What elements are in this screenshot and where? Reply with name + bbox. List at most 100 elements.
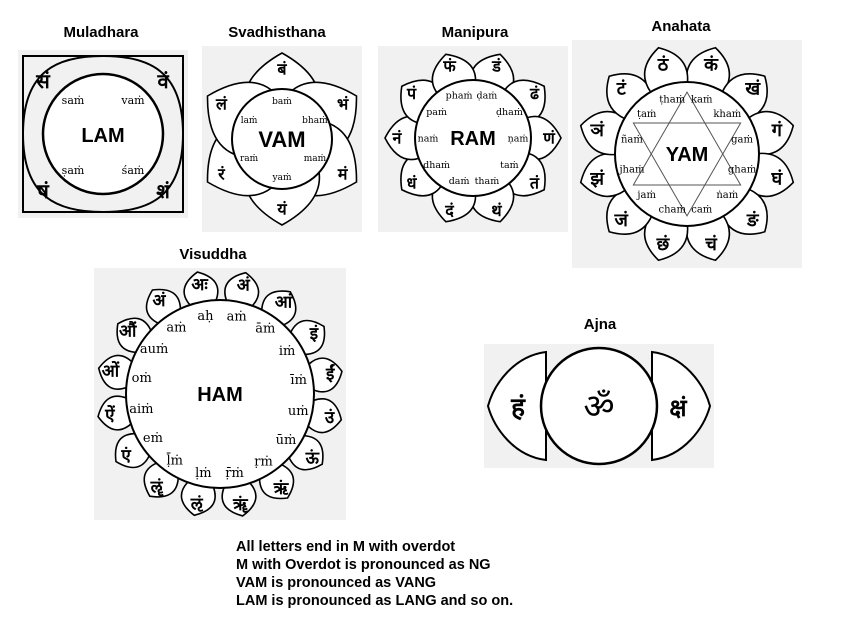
svadhisthana-petal-roman: yaṁ: [272, 173, 292, 183]
manipura-petal-roman: thaṁ: [475, 176, 500, 187]
visuddha-petal-letter: अः: [191, 275, 209, 295]
ajna-center-om: ॐ: [583, 387, 614, 427]
manipura-petal-roman: phaṁ: [446, 91, 473, 102]
note-line: All letters end in M with overdot: [236, 539, 456, 555]
visuddha-petal: [260, 290, 297, 326]
visuddha-petal-roman: aṁ: [227, 309, 247, 324]
svadhisthana-center: VAM: [258, 127, 305, 152]
muladhara-diagram: LAM वं शं षं सं vaṁ śaṁ ṣaṁ saṁ: [22, 55, 184, 213]
muladhara-title: Muladhara: [63, 24, 139, 41]
visuddha-petal-roman: ṝṁ: [225, 466, 244, 481]
anahata-petal: [643, 46, 689, 93]
visuddha-petal-letter: ईं: [325, 364, 335, 385]
manipura-petal-letter: नं: [392, 129, 403, 148]
visuddha-petal: [307, 398, 343, 434]
muladhara-rom-ssam: ṣaṁ: [62, 164, 85, 177]
visuddha-title: Visuddha: [179, 246, 247, 263]
svadhisthana-petal-letter: यं: [276, 200, 287, 219]
visuddha-petal-roman: iṁ: [279, 344, 296, 359]
manipura-petal-roman: daṁ: [449, 176, 470, 187]
svadhisthana-petal-roman: bhaṁ: [302, 116, 328, 126]
visuddha-petal: [289, 319, 326, 356]
visuddha-petal: [308, 357, 343, 393]
ajna-dev-ham: हं: [510, 393, 526, 423]
visuddha-petal: [143, 462, 180, 498]
svadhisthana-petal-roman: raṁ: [240, 154, 259, 164]
anahata-petal-roman: gaṁ: [731, 135, 753, 146]
visuddha-petal-letter: इं: [309, 324, 319, 344]
manipura-center: RAM: [450, 128, 496, 150]
manipura-petal-letter: दं: [444, 201, 454, 220]
muladhara-dev-sam: सं: [35, 69, 51, 93]
note-line: M with Overdot is pronounced as NG: [236, 557, 491, 573]
anahata-petal-roman: ṭhaṁ: [659, 94, 685, 105]
manipura-petal-roman: ḍhaṁ: [496, 107, 523, 118]
manipura-petal-letter: थं: [491, 201, 502, 220]
svadhisthana-petal-letter: भं: [337, 95, 349, 114]
anahata-petal-letter: जं: [614, 210, 629, 231]
anahata-center-circle: [614, 81, 760, 227]
visuddha-petal-roman: ḷṁ: [195, 466, 212, 481]
anahata-petal-letter: ठं: [657, 54, 670, 75]
visuddha-petal-roman: āṁ: [255, 322, 275, 337]
manipura-title: Manipura: [441, 24, 509, 41]
anahata-petal-roman: ghaṁ: [728, 164, 757, 175]
anahata-petal-roman: jhaṁ: [618, 164, 645, 175]
anahata-petal-roman: ṭaṁ: [637, 109, 657, 120]
note-line: VAM is pronounced as VANG: [236, 575, 437, 591]
visuddha-petal-letter: ॡं: [150, 477, 165, 497]
visuddha-petal: [97, 354, 133, 390]
visuddha-petal: [288, 434, 324, 471]
visuddha-petal: [183, 271, 219, 306]
visuddha-petal-letter: औं: [119, 321, 137, 342]
ajna-left-petal: [486, 350, 547, 462]
anahata-petal-roman: ñaṁ: [621, 135, 643, 146]
anahata-title: Anahata: [651, 18, 711, 35]
manipura-petal: [384, 115, 420, 161]
svadhisthana-center-circle: [231, 88, 333, 190]
muladhara-rom-vam: vaṁ: [120, 94, 145, 107]
anahata-petal-letter: कं: [703, 54, 719, 75]
visuddha-petal: [145, 288, 182, 325]
visuddha-petal-roman: aṁ: [166, 320, 186, 335]
manipura-petal-letter: फं: [442, 56, 456, 75]
visuddha-petal-roman: aḥ: [197, 309, 214, 324]
visuddha-petal-roman: ḹṁ: [166, 453, 183, 468]
visuddha-petal-letter: आं: [275, 293, 293, 313]
anahata-petal-letter: ञं: [589, 120, 604, 141]
visuddha-petal: [224, 271, 260, 307]
anahata-center: YAM: [666, 144, 709, 166]
ajna-dev-ksham: क्षं: [669, 393, 687, 422]
visuddha-petal-letter: ऌं: [190, 495, 204, 515]
muladhara-rom-sam: saṁ: [62, 94, 85, 107]
manipura-center-circle: [414, 79, 532, 197]
anahata-petal-roman: ṅaṁ: [716, 190, 738, 201]
visuddha-petal: [221, 482, 257, 517]
manipura-petal-letter: पं: [406, 84, 417, 103]
visuddha-petal-roman: auṁ: [140, 342, 168, 357]
visuddha-petal: [116, 317, 152, 354]
muladhara-dev-ssam: षं: [36, 179, 50, 203]
visuddha-petal-roman: oṁ: [132, 371, 152, 386]
visuddha-petal-roman: ṛṁ: [254, 455, 273, 470]
anahata-petal-roman: caṁ: [691, 205, 713, 216]
svadhisthana-petal-letter: मं: [337, 165, 349, 184]
muladhara-dev-vam: वं: [156, 69, 169, 93]
muladhara-center: LAM: [81, 125, 124, 147]
visuddha-petal-letter: अं: [237, 275, 251, 295]
anahata-petal-roman: jaṁ: [636, 190, 656, 201]
svadhisthana-petal-letter: बं: [276, 60, 287, 79]
visuddha-petal: [114, 432, 151, 469]
anahata-petal-letter: चं: [704, 234, 718, 255]
visuddha-petal-roman: eṁ: [143, 431, 163, 446]
anahata-diagram: कंkaṁखंkhaṁगंgaṁघंghaṁङंṅaṁचंcaṁछंchaṁजं…: [579, 46, 795, 262]
ajna-diagram: ॐ हं क्षं: [486, 346, 712, 466]
manipura-petal-letter: तं: [529, 173, 540, 192]
visuddha-petal-letter: एं: [120, 446, 131, 466]
anahata-petal-letter: गं: [771, 120, 783, 141]
muladhara-rom-sham: śaṁ: [122, 164, 145, 177]
visuddha-petal-letter: ऋं: [273, 479, 290, 499]
manipura-petal-roman: taṁ: [500, 160, 519, 171]
anahata-petal-roman: khaṁ: [713, 109, 741, 120]
